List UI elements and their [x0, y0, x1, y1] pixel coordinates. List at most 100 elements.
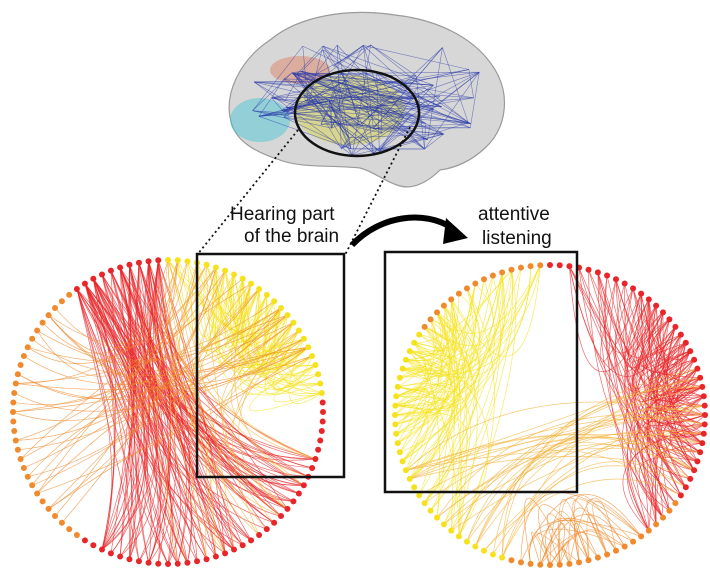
right-node — [527, 263, 534, 270]
right-edge-bundle — [394, 265, 706, 566]
left-node — [99, 271, 106, 278]
connection-edge — [170, 262, 226, 554]
connection-edge — [258, 289, 322, 394]
brain-illustration — [228, 11, 505, 188]
connection-edge — [54, 262, 198, 517]
connection-edge — [443, 433, 703, 525]
connection-edge — [656, 342, 695, 471]
brain-edge — [291, 72, 350, 138]
right-node — [630, 285, 637, 292]
brain-edge — [308, 104, 469, 123]
left-node — [317, 380, 324, 387]
left-node — [230, 271, 237, 278]
left-node — [318, 389, 325, 396]
connection-edge — [396, 265, 541, 397]
connection-edge — [578, 267, 650, 354]
right-node — [448, 527, 455, 534]
brain-edge — [301, 71, 425, 150]
connection-edge — [648, 299, 704, 397]
connection-edge — [189, 274, 282, 517]
right-node — [638, 290, 645, 297]
brain-edge — [252, 72, 293, 111]
right-node — [691, 356, 698, 363]
right-node — [687, 348, 694, 355]
brain-edge — [322, 49, 335, 67]
connection-edge — [529, 528, 625, 564]
left-node — [14, 371, 21, 378]
right-node — [517, 559, 524, 566]
connection-edge — [633, 312, 698, 402]
connection-edge — [436, 265, 541, 334]
brain-edge — [379, 116, 405, 152]
attentive-label-line1: attentive — [478, 204, 550, 225]
left-node — [20, 353, 27, 360]
right-node — [392, 402, 399, 409]
connection-edge — [396, 319, 435, 397]
right-node — [455, 533, 462, 540]
right-node — [585, 266, 592, 273]
connection-edge — [501, 386, 703, 558]
connection-edge — [396, 275, 494, 397]
left-node — [212, 264, 219, 271]
connection-edge — [430, 312, 461, 332]
connection-edge — [165, 259, 260, 536]
left-node — [66, 526, 73, 533]
connection-edge — [520, 492, 642, 563]
right-node — [481, 276, 488, 283]
connection-edge — [155, 260, 275, 524]
left-node — [39, 498, 46, 505]
brain-edge — [363, 45, 469, 70]
connection-edge — [624, 283, 705, 427]
connection-edge — [413, 312, 442, 354]
connection-edge — [61, 270, 226, 524]
left-node — [290, 319, 297, 326]
brain-edge — [373, 71, 480, 154]
right-node — [392, 412, 398, 418]
connection-edge — [397, 299, 457, 444]
brain-edge — [331, 106, 434, 110]
brain-edge — [286, 104, 309, 108]
connection-edge — [641, 299, 657, 372]
left-node — [271, 298, 278, 305]
connection-edge — [12, 322, 294, 413]
right-node — [434, 514, 441, 521]
right-node — [547, 262, 553, 268]
connection-edge — [653, 442, 703, 480]
connection-edge — [545, 517, 634, 566]
connection-edge — [568, 507, 617, 564]
connection-edge — [203, 264, 309, 366]
connection-edge — [101, 264, 150, 550]
connection-edge — [666, 326, 705, 407]
right-node — [672, 500, 679, 507]
brain-edge — [336, 45, 342, 149]
connection-edge — [662, 312, 687, 380]
right-node — [440, 302, 447, 309]
connection-edge — [614, 288, 676, 504]
left-node — [45, 505, 52, 512]
connection-edge — [397, 319, 437, 388]
brain-edge — [370, 44, 417, 76]
connection-edge — [92, 278, 304, 486]
connection-edge — [409, 350, 473, 387]
left-node — [320, 409, 326, 415]
right-node — [427, 507, 434, 514]
network-right — [392, 262, 708, 568]
left-node — [295, 490, 302, 497]
attentive-label-line2: listening — [482, 228, 552, 249]
connection-edge — [224, 274, 282, 332]
left-node — [203, 556, 210, 563]
connection-edge — [138, 261, 171, 562]
right-node — [700, 393, 707, 400]
connection-edge — [101, 274, 147, 554]
left-node — [309, 464, 316, 471]
right-node — [421, 500, 428, 507]
connection-edge — [167, 259, 288, 335]
left-node — [29, 335, 36, 342]
connection-edge — [84, 283, 135, 550]
brain-edge — [329, 100, 350, 138]
right-node — [566, 560, 573, 567]
right-node — [527, 560, 534, 567]
right-node — [621, 280, 628, 287]
brain-edge — [301, 71, 428, 141]
left-node — [34, 327, 41, 334]
